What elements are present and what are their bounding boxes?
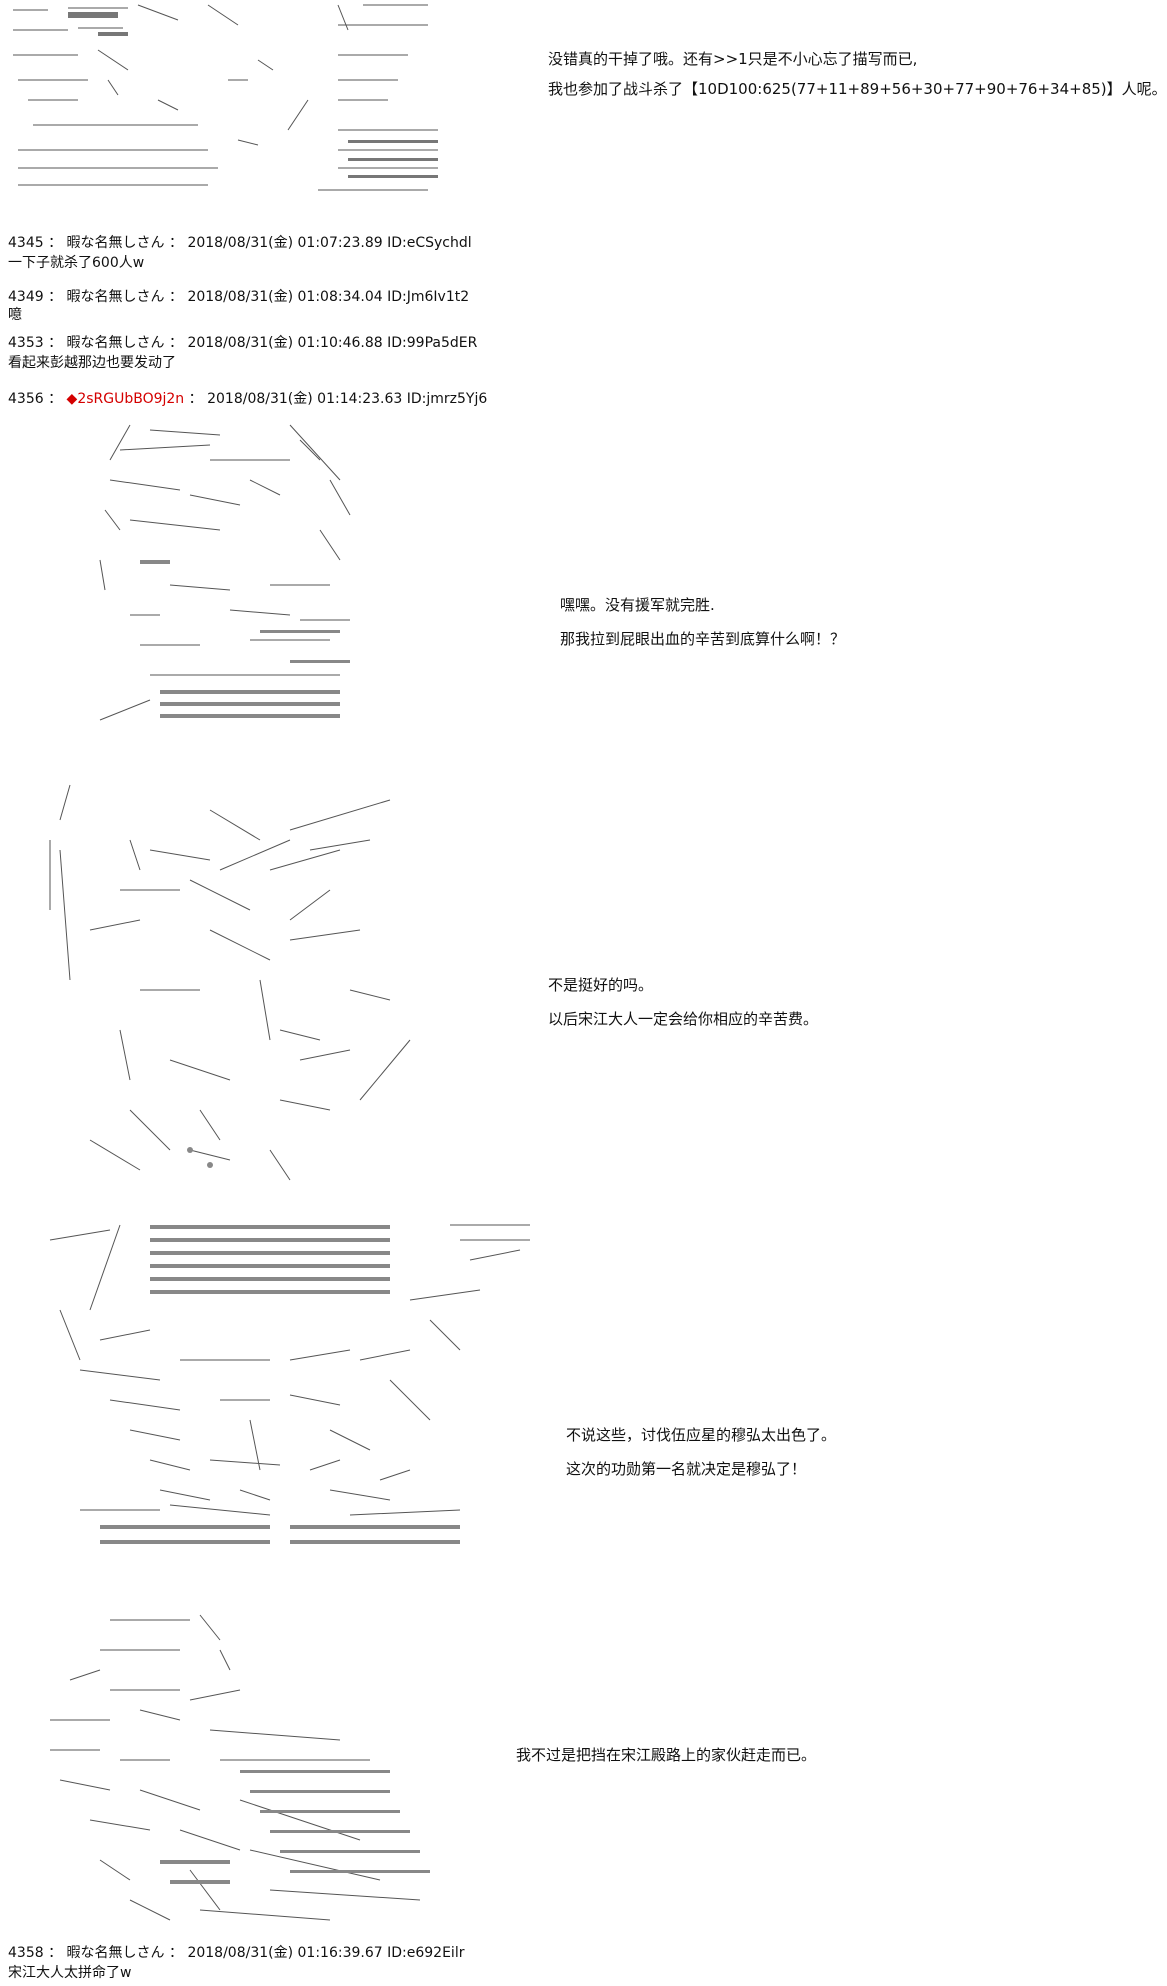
panel-4-line1: 我不过是把挡在宋江殿路上的家伙赶走而已。 xyxy=(516,1746,817,1764)
ascii-art-character-icon xyxy=(50,1614,430,1921)
post-separator: ： xyxy=(43,1945,67,1961)
panel-3-line1: 不说这些，讨伐伍应星的穆弘太出色了。 xyxy=(566,1426,837,1444)
post-separator: ： xyxy=(164,1945,188,1961)
post-id: ID:jmrz5Yj6 xyxy=(406,391,488,407)
post-body-4345: 一下子就杀了600人w xyxy=(8,255,145,271)
post-header-4349: 4349 ： 暇な名無しさん ： 2018/08/31(金) 01:08:34.… xyxy=(8,286,469,306)
post-id: ID:99Pa5dER xyxy=(387,335,478,351)
thread-page: 没错真的干掉了哦。还有>>1只是不小心忘了描写而已, 我也参加了战斗杀了【10D… xyxy=(8,0,1167,1981)
post-number: 4358 xyxy=(8,1945,44,1961)
post-number: 4356 xyxy=(8,391,44,407)
top-dialogue-line1: 没错真的干掉了哦。还有>>1只是不小心忘了描写而已, xyxy=(548,50,918,68)
post-body-4358: 宋江大人太拼命了w xyxy=(8,1965,132,1981)
post-separator: ： xyxy=(164,289,188,305)
post-id: ID:e692Eilr xyxy=(387,1945,465,1961)
panel-1-line2: 那我拉到屁眼出血的辛苦到底算什么啊！？ xyxy=(560,630,846,648)
panel-3-dialogue: 不说这些，讨伐伍应星的穆弘太出色了。 这次的功勋第一名就决定是穆弘了！ xyxy=(566,1426,836,1478)
post-name: 暇な名無しさん xyxy=(66,335,165,351)
post-header-4353: 4353 ： 暇な名無しさん ： 2018/08/31(金) 01:10:46.… xyxy=(8,332,477,352)
panel-2-dialogue: 不是挺好的吗。 以后宋江大人一定会给你相应的辛苦费。 xyxy=(548,976,818,1028)
post-body-4349: 噫 xyxy=(8,307,22,323)
post-number: 4349 xyxy=(8,289,44,305)
post-name: 暇な名無しさん xyxy=(66,289,165,305)
author-post-header: 4356 ： ◆2sRGUbBO9j2n ： 2018/08/31(金) 01:… xyxy=(8,388,487,408)
post-body-4353: 看起来彭越那边也要发动了 xyxy=(8,355,176,371)
post-separator: ： xyxy=(43,289,67,305)
post-id: ID:eCSychdl xyxy=(387,235,472,251)
panel-3-line2: 这次的功勋第一名就决定是穆弘了！ xyxy=(566,1460,807,1478)
ascii-art-character-icon xyxy=(13,4,438,191)
post-header-4345: 4345 ： 暇な名無しさん ： 2018/08/31(金) 01:07:23.… xyxy=(8,232,472,252)
top-dialogue-line2: 我也参加了战斗杀了【10D100:625(77+11+89+56+30+77+9… xyxy=(548,80,1167,98)
post-name: 暇な名無しさん xyxy=(66,1945,165,1961)
post-separator: ： xyxy=(43,335,67,351)
post-id: ID:Jm6Iv1t2 xyxy=(387,289,470,305)
post-number: 4353 xyxy=(8,335,44,351)
panel-1-dialogue: 嘿嘿。没有援军就完胜. 那我拉到屁眼出血的辛苦到底算什么啊！？ xyxy=(560,596,845,648)
ascii-art-3 xyxy=(30,780,450,1181)
top-dialogue: 没错真的干掉了哦。还有>>1只是不小心忘了描写而已, 我也参加了战斗杀了【10D… xyxy=(548,50,1167,98)
post-separator: ： xyxy=(164,235,188,251)
panel-2-line1: 不是挺好的吗。 xyxy=(548,976,654,994)
post-header-4358: 4358 ： 暇な名無しさん ： 2018/08/31(金) 01:16:39.… xyxy=(8,1942,464,1962)
post-date: 2018/08/31(金) 01:07:23.89 xyxy=(187,235,383,251)
ascii-art-1 xyxy=(8,0,448,205)
post-date: 2018/08/31(金) 01:16:39.67 xyxy=(187,1945,383,1961)
post-separator: ： xyxy=(43,235,67,251)
panel-2-line2: 以后宋江大人一定会给你相应的辛苦费。 xyxy=(548,1010,819,1028)
post-name: 暇な名無しさん xyxy=(66,235,165,251)
post-separator: ： xyxy=(164,335,188,351)
post-number: 4345 xyxy=(8,235,44,251)
panel-1-line1: 嘿嘿。没有援军就完胜. xyxy=(560,596,715,614)
panel-4-dialogue: 我不过是把挡在宋江殿路上的家伙赶走而已。 xyxy=(516,1746,816,1764)
ascii-art-character-icon xyxy=(99,424,351,721)
post-separator: ： xyxy=(184,391,208,407)
post-date: 2018/08/31(金) 01:08:34.04 xyxy=(187,289,383,305)
author-trip: ◆2sRGUbBO9j2n xyxy=(66,391,185,407)
post-date: 2018/08/31(金) 01:14:23.63 xyxy=(207,391,403,407)
post-date: 2018/08/31(金) 01:10:46.88 xyxy=(187,335,383,351)
ascii-art-character-icon xyxy=(49,1224,530,1544)
ascii-art-4 xyxy=(10,1220,550,1560)
ascii-art-character-icon xyxy=(49,784,411,1181)
post-separator: ： xyxy=(43,391,67,407)
ascii-art-5 xyxy=(40,1610,480,1930)
ascii-art-2 xyxy=(90,420,430,740)
